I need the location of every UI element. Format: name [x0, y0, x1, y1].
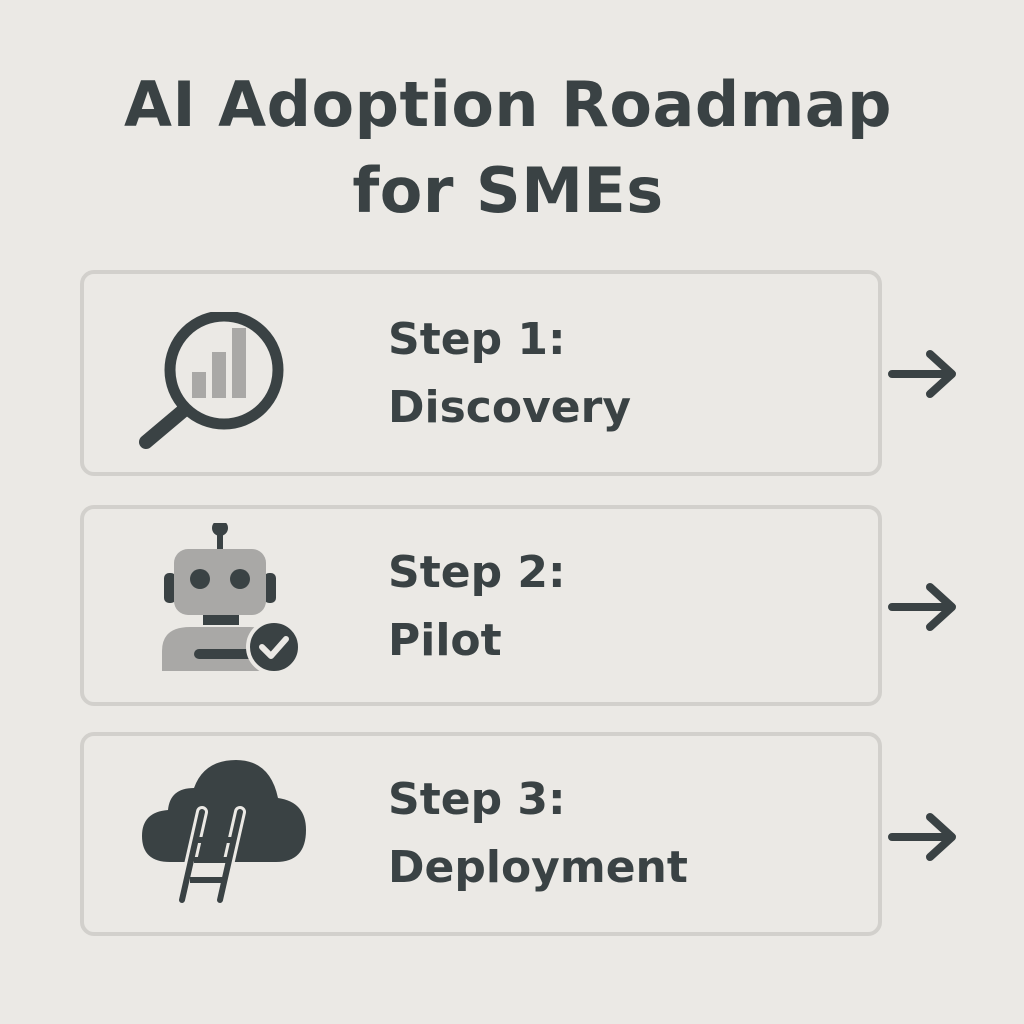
- step-label: Step 2:: [388, 547, 566, 598]
- step-name: Deployment: [388, 842, 688, 893]
- page-title: AI Adoption Roadmap for SMEs: [0, 62, 1016, 234]
- step-text: Step 1: Discovery: [388, 306, 631, 442]
- step-label: Step 1:: [388, 314, 566, 365]
- title-line-1: AI Adoption Roadmap: [123, 68, 893, 141]
- arrow-right-icon: [888, 350, 956, 398]
- magnifier-chart-icon: [139, 312, 284, 449]
- robot-check-icon: [162, 523, 302, 675]
- title-line-2: for SMEs: [352, 154, 664, 227]
- step-text: Step 3: Deployment: [388, 766, 688, 902]
- step-name: Discovery: [388, 382, 632, 433]
- step-card-discovery: Step 1: Discovery: [80, 270, 882, 476]
- step-card-deployment: Step 3: Deployment: [80, 732, 882, 936]
- arrow-right-icon: [888, 813, 956, 861]
- step-text: Step 2: Pilot: [388, 539, 566, 675]
- step-label: Step 3:: [388, 774, 566, 825]
- arrow-right-icon: [888, 583, 956, 631]
- step-name: Pilot: [388, 615, 502, 666]
- cloud-ladder-icon: [142, 760, 306, 906]
- step-card-pilot: Step 2: Pilot: [80, 505, 882, 706]
